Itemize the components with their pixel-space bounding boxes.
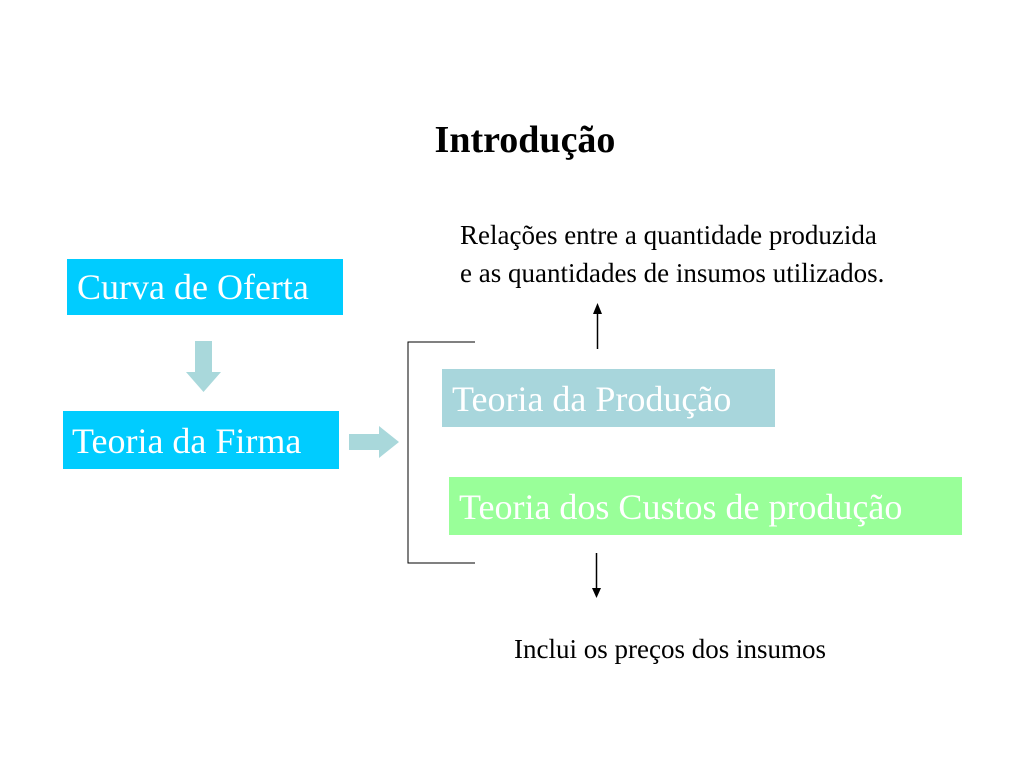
right-block-arrow-icon <box>349 426 399 458</box>
teoria-dos-custos-label: Teoria dos Custos de produção <box>459 487 903 527</box>
relacoes-note-line-1: Relações entre a quantidade produzida <box>460 220 877 250</box>
teoria-dos-custos-box: Teoria dos Custos de produção <box>449 477 962 535</box>
grouping-bracket <box>407 341 475 564</box>
teoria-da-producao-label: Teoria da Produção <box>452 379 732 419</box>
up-arrow-icon <box>593 303 602 349</box>
relacoes-note: Relações entre a quantidade produzida e … <box>460 216 884 292</box>
teoria-da-firma-box: Teoria da Firma <box>63 411 339 469</box>
curva-de-oferta-box: Curva de Oferta <box>67 259 343 315</box>
curva-de-oferta-label: Curva de Oferta <box>77 267 309 307</box>
teoria-da-firma-label: Teoria da Firma <box>72 421 302 461</box>
down-block-arrow-icon <box>186 341 221 392</box>
inclui-note: Inclui os preços dos insumos <box>514 634 826 664</box>
down-arrow-icon <box>592 553 601 598</box>
relacoes-note-line-2: e as quantidades de insumos utilizados. <box>460 258 885 288</box>
teoria-da-producao-box: Teoria da Produção <box>442 369 775 427</box>
slide-title: Introdução <box>434 119 616 161</box>
